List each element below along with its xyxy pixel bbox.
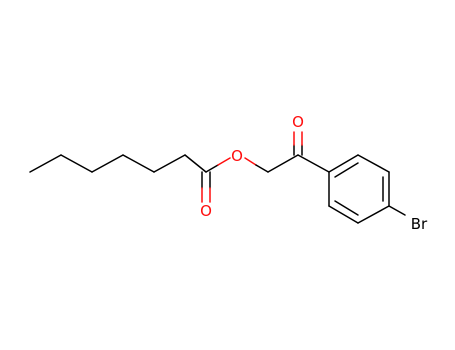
methylene-to-ketone-bond xyxy=(267,154,299,173)
ester-oxygen-label: O xyxy=(231,147,243,165)
bond-c2-c3 xyxy=(60,154,93,173)
alkyl-chain xyxy=(29,154,207,173)
ester-oxygen-to-methylene-bond xyxy=(244,157,269,173)
bond-c4-c5 xyxy=(122,154,155,173)
bond-c6-c7 xyxy=(184,154,207,173)
ester-carbonyl-bond xyxy=(201,171,211,203)
bond-c5-c6 xyxy=(153,154,186,173)
ketone-carbonyl-bond xyxy=(293,131,303,156)
carbonyl-to-ester-oxygen-bond xyxy=(205,157,231,173)
bromine-label: Br xyxy=(411,215,428,233)
ketone-oxygen-label: O xyxy=(292,113,304,131)
bond-c1-c2 xyxy=(29,154,62,173)
bond-c3-c4 xyxy=(91,154,124,173)
ketone-to-ring-bond xyxy=(297,154,330,173)
ester-carbonyl-oxygen-label: O xyxy=(200,202,212,220)
ring-to-bromine-bond xyxy=(388,205,406,216)
benzene-ring xyxy=(328,154,390,224)
